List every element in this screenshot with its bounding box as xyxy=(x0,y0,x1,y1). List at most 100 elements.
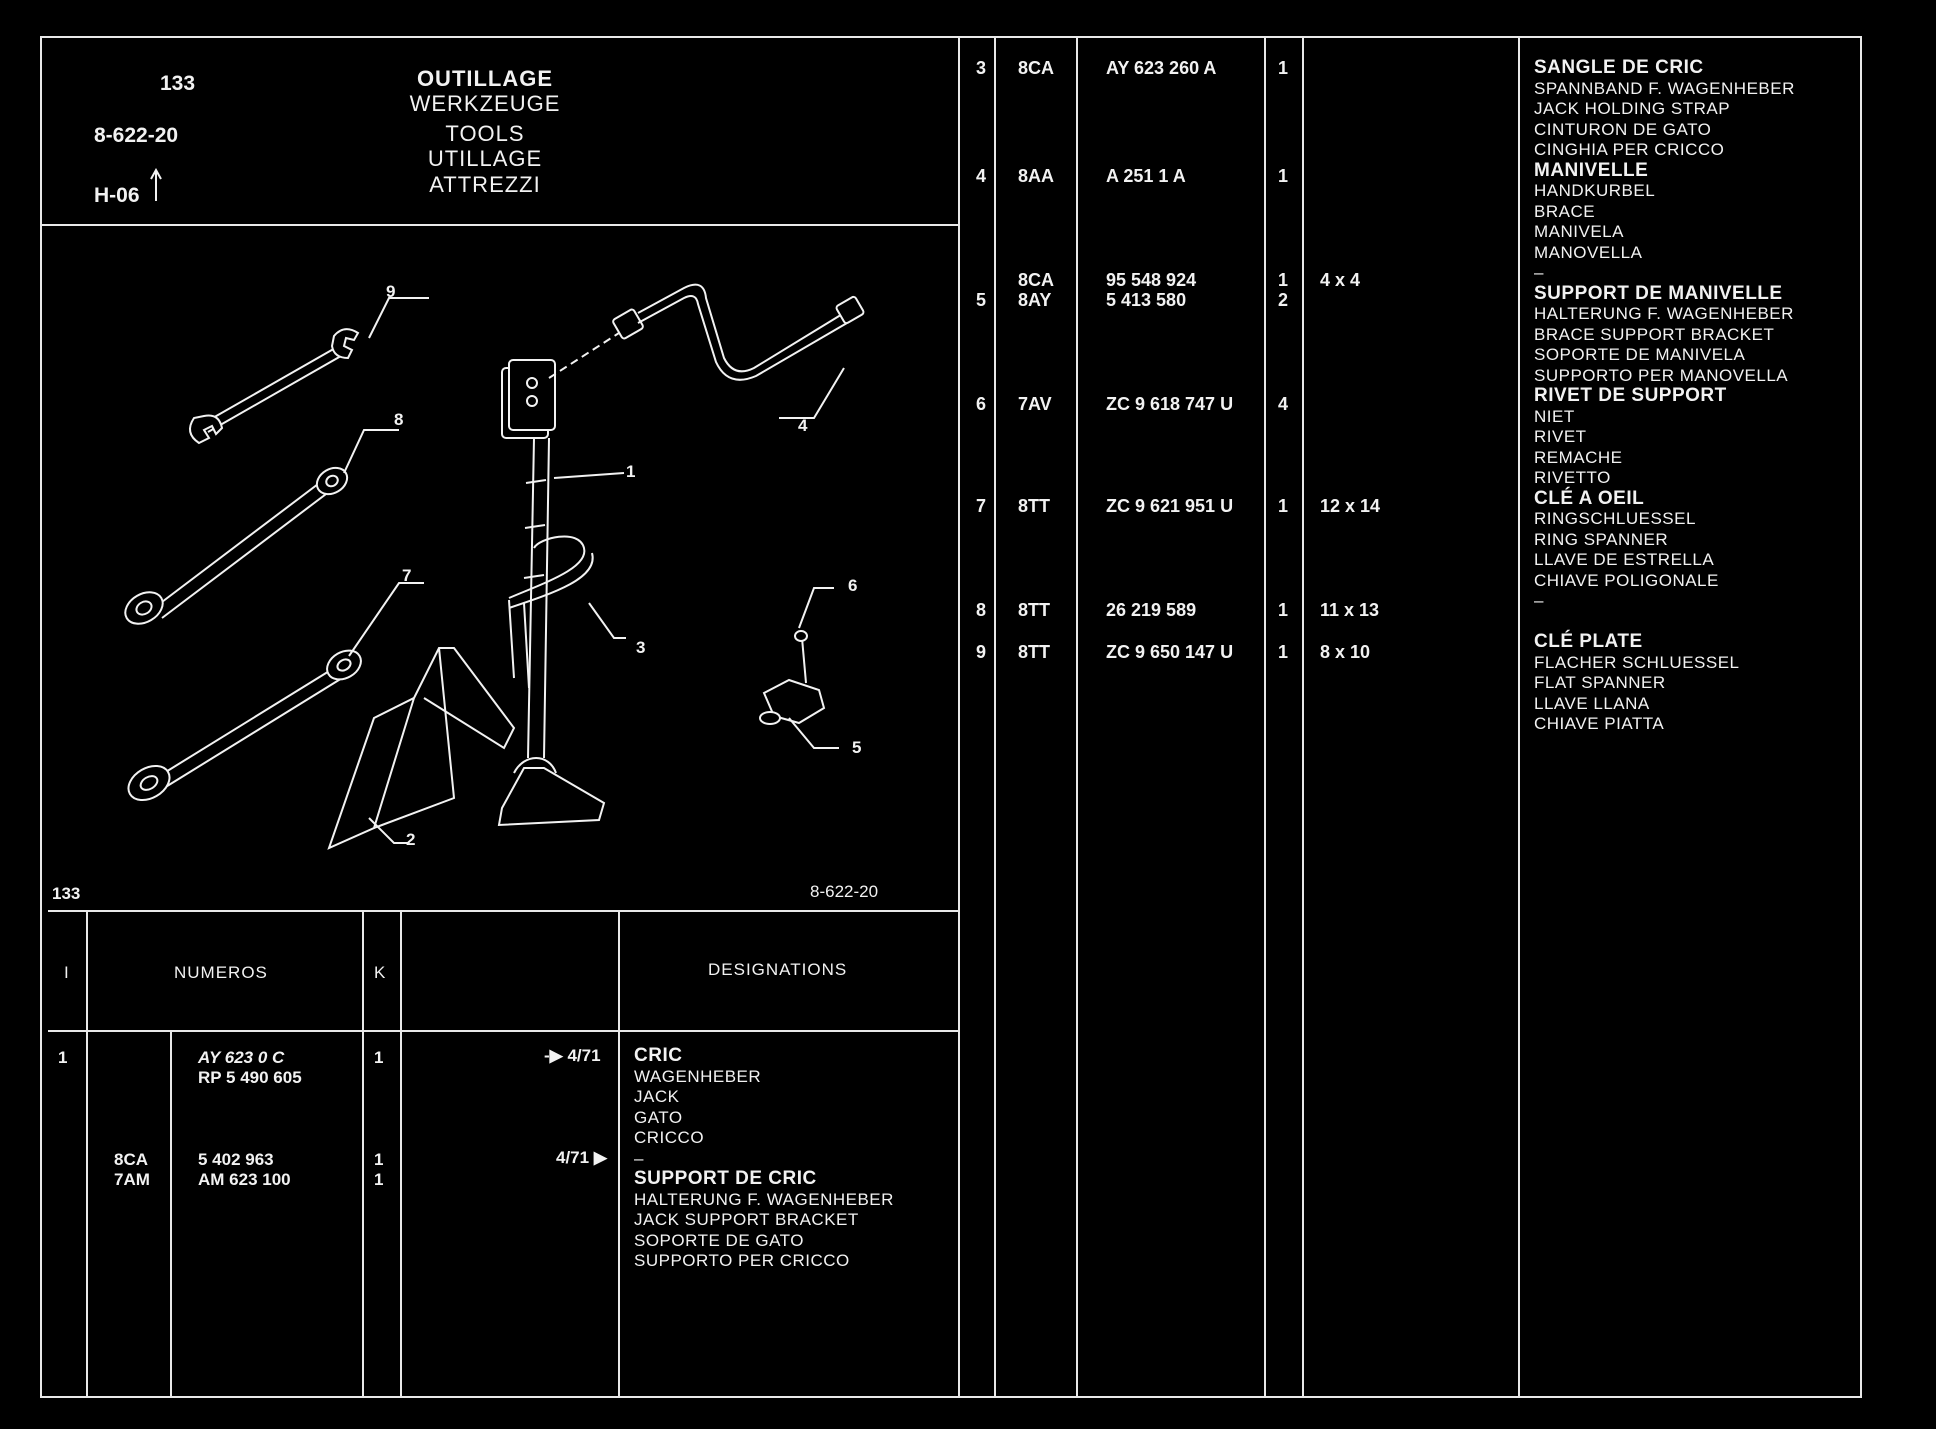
row-part-number: A 251 1 A xyxy=(1106,166,1186,186)
part-number: AM 623 100 xyxy=(198,1170,291,1189)
row-code: 8AA xyxy=(1018,166,1055,186)
row-qty: 2 xyxy=(1278,290,1289,310)
part-note-text: 4/71 xyxy=(567,1046,601,1065)
bracket-illustration xyxy=(759,630,826,725)
part-note: ‐▶ 4/71 xyxy=(544,1046,601,1066)
row-qty: 1 xyxy=(1278,642,1289,662)
designation-line: HALTERUNG F. WAGENHEBER xyxy=(1534,304,1794,323)
designation-line: JACK xyxy=(634,1087,680,1106)
table-header-line xyxy=(48,1030,960,1032)
callout-6: 6 xyxy=(848,576,858,595)
row-qty: 1 xyxy=(1278,58,1289,78)
row-item: 4 xyxy=(976,166,987,186)
callout-2: 2 xyxy=(406,830,416,849)
row-qty: 1 xyxy=(1278,496,1289,516)
spanner-9-illustration xyxy=(189,328,360,445)
designation-line: CHIAVE POLIGONALE xyxy=(1534,570,1719,590)
part-number: 5 402 963 xyxy=(198,1150,274,1169)
designation-line: HANDKURBEL xyxy=(1534,181,1656,200)
designation-heading: RIVET DE SUPPORT xyxy=(1534,385,1727,406)
row-size: 12 x 14 xyxy=(1320,496,1381,516)
table-col-line-4 xyxy=(400,910,402,1398)
part-qty: 1 xyxy=(374,1150,384,1169)
designation-line: SOPORTE DE GATO xyxy=(634,1230,804,1250)
brace-illustration xyxy=(548,283,865,381)
designation-line: GATO xyxy=(634,1107,683,1127)
callout-9: 9 xyxy=(386,282,396,301)
callout-7: 7 xyxy=(402,566,412,585)
designation-line: BRACE xyxy=(1534,201,1596,221)
row-size: 8 x 10 xyxy=(1320,642,1371,662)
row-code: 8TT xyxy=(1018,496,1051,516)
designation-line: MANIVELA xyxy=(1534,222,1624,241)
arrow-right-icon: ▶ xyxy=(589,1148,607,1167)
arrow-right-icon: ‐▶ xyxy=(544,1046,568,1065)
designation-line: SPANNBAND F. WAGENHEBER xyxy=(1534,78,1795,98)
column-header-k: K xyxy=(374,963,386,982)
designation-line: CINTURON DE GATO xyxy=(1534,119,1712,139)
right-col-line-1 xyxy=(994,36,996,1398)
designation-line: BRACE SUPPORT BRACKET xyxy=(1534,324,1775,344)
row-code: 8TT xyxy=(1018,600,1051,620)
callout-5: 5 xyxy=(852,738,862,757)
part-number: AY 623 0 C xyxy=(198,1048,285,1067)
row-qty: 4 xyxy=(1278,394,1289,414)
designation-line: CHIAVE PIATTA xyxy=(1534,714,1665,733)
sheet-frame xyxy=(40,36,1862,1398)
part-qty: 1 xyxy=(374,1170,384,1189)
exploded-view-illustration xyxy=(124,283,865,850)
row-item: 7 xyxy=(976,496,987,516)
designation-heading: CLÉ PLATE xyxy=(1534,631,1643,652)
designation-line: SUPPORTO PER CRICCO xyxy=(634,1251,850,1270)
row-part-number: 5 413 580 xyxy=(1106,290,1187,310)
row-size: 11 x 13 xyxy=(1320,600,1380,620)
part-note: 4/71 ▶ xyxy=(556,1148,607,1168)
designation-line xyxy=(1534,612,1795,633)
designation-heading: CLÉ A OEIL xyxy=(1534,487,1645,509)
jack-illustration xyxy=(497,359,606,827)
part-note-text: 4/71 xyxy=(556,1148,590,1167)
header-edition: H-06 xyxy=(94,184,140,207)
row-part-number: AY 623 260 A xyxy=(1106,58,1217,78)
row-code: 8CA xyxy=(1018,270,1055,290)
designation-heading: CRIC xyxy=(634,1045,683,1066)
row-part-number: ZC 9 650 147 U xyxy=(1106,642,1234,662)
row-item: 9 xyxy=(976,642,987,662)
designation-line: HALTERUNG F. WAGENHEBER xyxy=(634,1189,894,1209)
part-qty: 1 xyxy=(374,1048,384,1067)
table-col-line-2 xyxy=(170,1032,172,1398)
row-qty: 1 xyxy=(1278,600,1289,620)
row-size: 4 x 4 xyxy=(1320,270,1361,290)
designation-line: NIET xyxy=(1534,406,1575,426)
designation-line: – xyxy=(634,1148,644,1168)
right-col-line-3 xyxy=(1264,36,1266,1398)
header-reference: 8-622-20 xyxy=(94,124,179,147)
designation-line: LLAVE LLANA xyxy=(1534,693,1650,713)
designation-line: – xyxy=(1534,591,1544,610)
figure-reference: 8-622-20 xyxy=(810,882,879,901)
title-en: TOOLS xyxy=(445,121,525,146)
designation-line: RIVET xyxy=(1534,427,1587,446)
designation-line: – xyxy=(1534,263,1544,282)
row-item: 3 xyxy=(976,58,987,78)
designation-line: JACK SUPPORT BRACKET xyxy=(634,1210,859,1229)
leader-lines xyxy=(343,297,845,844)
designation-heading: SUPPORT DE MANIVELLE xyxy=(1534,282,1783,304)
part-number: RP 5 490 605 xyxy=(198,1068,302,1087)
header-page-number: 133 xyxy=(160,72,196,95)
designation-line: RING SPANNER xyxy=(1534,529,1669,549)
ring-spanner-8-illustration xyxy=(124,466,349,625)
designation-line: SOPORTE DE MANIVELA xyxy=(1534,345,1746,364)
designation-line: SUPPORTO PER MANOVELLA xyxy=(1534,365,1789,385)
designation-heading: SANGLE DE CRIC xyxy=(1534,57,1704,78)
designation-line: MANOVELLA xyxy=(1534,242,1643,262)
row-item: 6 xyxy=(976,394,987,414)
table-col-line-1 xyxy=(86,910,88,1398)
designation-heading: SUPPORT DE CRIC xyxy=(634,1168,817,1189)
ring-spanner-7-illustration xyxy=(127,649,362,802)
row-part-number: ZC 9 618 747 U xyxy=(1106,394,1234,414)
row-code: 8AY xyxy=(1018,290,1052,310)
right-col-line-5 xyxy=(1518,36,1520,1398)
